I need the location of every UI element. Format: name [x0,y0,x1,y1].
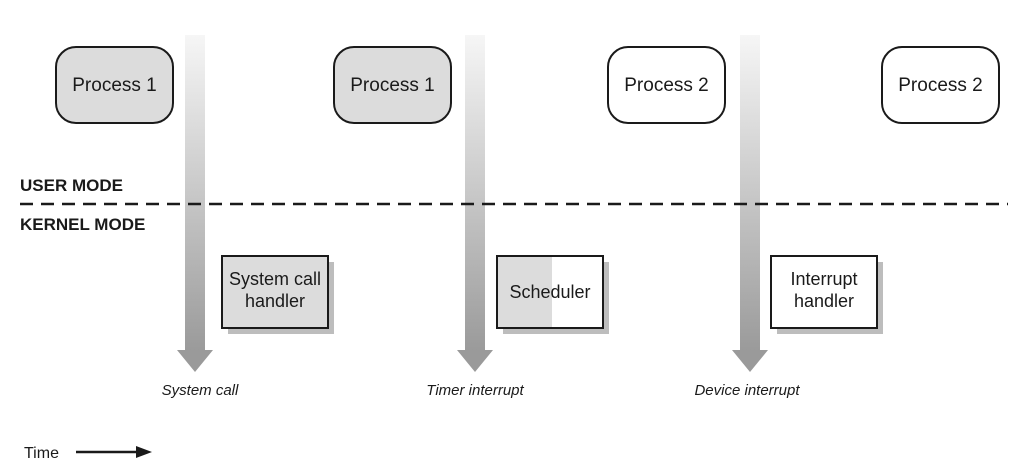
process-label: Process 1 [350,75,434,96]
process-box: Process 1 [333,46,452,124]
kernel-mode-label: KERNEL MODE [20,215,145,234]
scheduler-box: Scheduler [496,255,609,334]
time-label: Time [24,445,59,462]
handler-label: Interrupt [790,269,857,289]
event-label: Timer interrupt [426,382,524,399]
process-box: Process 1 [55,46,174,124]
event-arrow [732,35,768,372]
process-label: Process 1 [72,75,156,96]
event-arrow [457,35,493,372]
interrupt-handler-box: Interrupt handler [770,255,883,334]
handler-label: Scheduler [509,282,590,302]
handler-label: System call [229,269,321,289]
handler-label: handler [245,291,305,311]
process-box: Process 2 [881,46,1000,124]
event-label: Device interrupt [694,382,800,399]
time-arrow-icon [76,446,152,458]
process-label: Process 2 [624,75,708,96]
process-label: Process 2 [898,75,982,96]
handler-label: handler [794,291,854,311]
event-label: System call [162,382,239,399]
process-box: Process 2 [607,46,726,124]
system-call-handler-box: System call handler [221,255,334,334]
event-arrow [177,35,213,372]
user-mode-label: USER MODE [20,176,123,195]
